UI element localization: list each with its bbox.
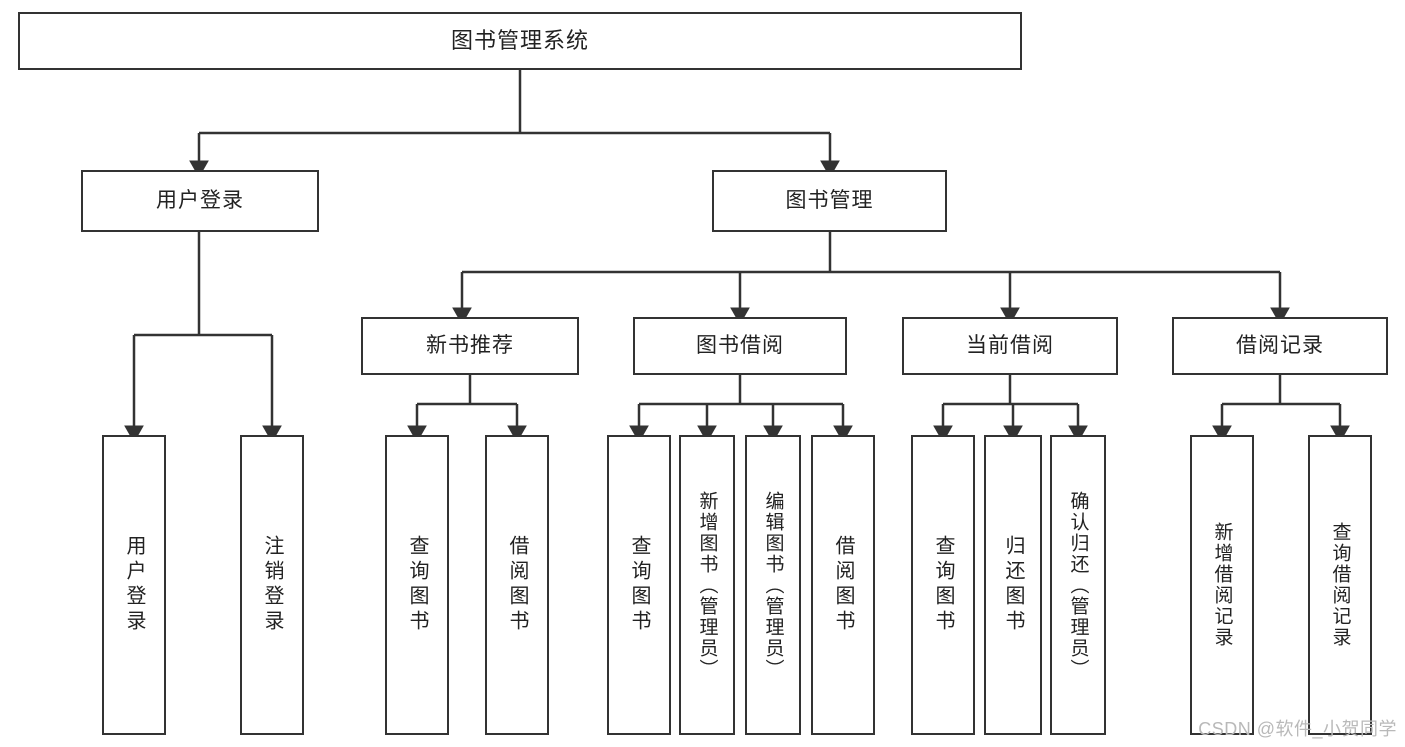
leaf-add-book-admin-label: 新增图书（管理员） [696,490,718,680]
leaf-return-book[interactable]: 归还图书 [984,435,1042,735]
node-book-management-label: 图书管理 [785,189,874,213]
node-borrow-record[interactable]: 借阅记录 [1172,317,1388,375]
node-root-label: 图书管理系统 [450,27,589,53]
leaf-edit-book-admin[interactable]: 编辑图书（管理员） [745,435,801,735]
leaf-add-book-admin[interactable]: 新增图书（管理员） [679,435,735,735]
node-new-book-recommend-label: 新书推荐 [426,334,514,358]
leaf-confirm-return-admin-label: 确认归还（管理员） [1067,490,1089,680]
leaf-logout-login[interactable]: 注销登录 [240,435,304,735]
leaf-add-borrow-record-label: 新增借阅记录 [1211,522,1233,648]
leaf-user-login[interactable]: 用户登录 [102,435,166,735]
leaf-query-book-borrow-label: 查询图书 [628,535,650,635]
leaf-borrow-book-rec[interactable]: 借阅图书 [485,435,549,735]
leaf-query-book-rec[interactable]: 查询图书 [385,435,449,735]
node-root[interactable]: 图书管理系统 [18,12,1022,70]
node-current-borrow-label: 当前借阅 [966,334,1054,358]
node-new-book-recommend[interactable]: 新书推荐 [361,317,579,375]
leaf-user-login-label: 用户登录 [123,535,145,635]
node-user-login-label: 用户登录 [156,189,244,213]
leaf-query-book-borrow[interactable]: 查询图书 [607,435,671,735]
leaf-query-borrow-record[interactable]: 查询借阅记录 [1308,435,1372,735]
node-current-borrow[interactable]: 当前借阅 [902,317,1118,375]
leaf-add-borrow-record[interactable]: 新增借阅记录 [1190,435,1254,735]
node-borrow-record-label: 借阅记录 [1236,334,1324,358]
leaf-logout-login-label: 注销登录 [261,535,283,635]
leaf-borrow-book[interactable]: 借阅图书 [811,435,875,735]
leaf-query-borrow-record-label: 查询借阅记录 [1329,522,1351,648]
leaf-confirm-return-admin[interactable]: 确认归还（管理员） [1050,435,1106,735]
watermark-text: CSDN @软件_小贺同学 [1198,719,1397,739]
node-user-login[interactable]: 用户登录 [81,170,319,232]
leaf-query-book-current-label: 查询图书 [932,535,954,635]
leaf-borrow-book-rec-label: 借阅图书 [506,535,528,635]
leaf-edit-book-admin-label: 编辑图书（管理员） [762,490,784,680]
leaf-return-book-label: 归还图书 [1002,535,1024,635]
node-book-management[interactable]: 图书管理 [712,170,947,232]
leaf-query-book-current[interactable]: 查询图书 [911,435,975,735]
node-book-borrow-label: 图书借阅 [696,334,784,358]
node-book-borrow[interactable]: 图书借阅 [633,317,847,375]
leaf-query-book-rec-label: 查询图书 [406,535,428,635]
leaf-borrow-book-label: 借阅图书 [832,535,854,635]
